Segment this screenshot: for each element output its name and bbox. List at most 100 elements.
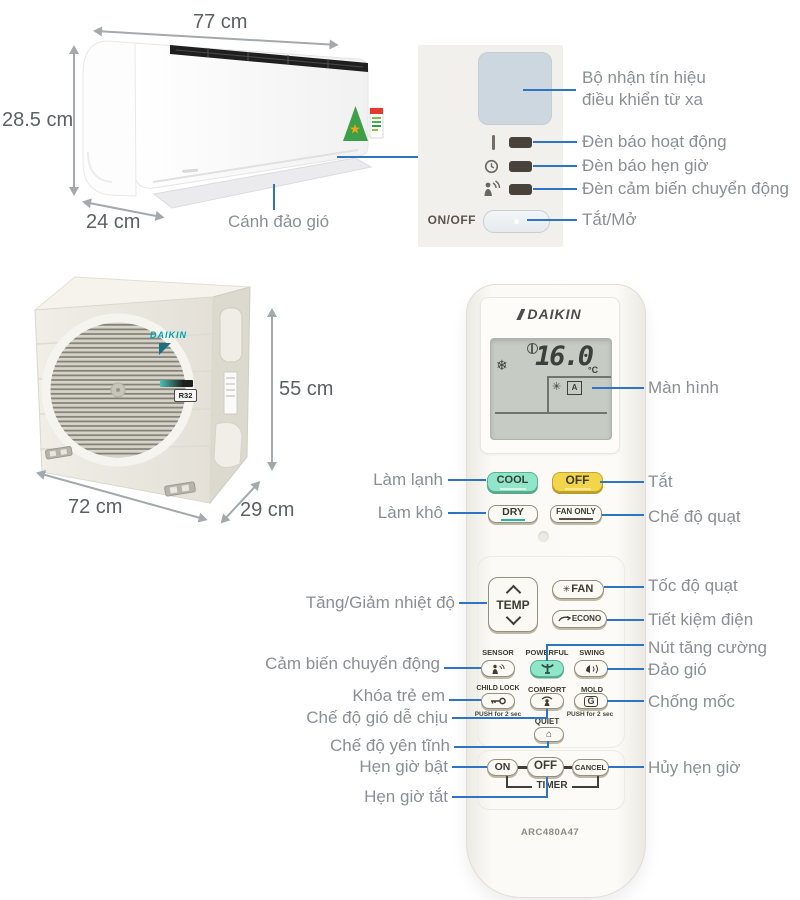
inverter-badge (160, 380, 193, 387)
snowflake-icon: ❄ (496, 357, 508, 373)
temp-button: TEMP (488, 577, 538, 632)
power-icon (527, 343, 538, 354)
connector-line (533, 165, 577, 167)
connector-line (533, 141, 577, 143)
remote-brand-logo: DAIKIN (480, 306, 618, 322)
temp-down-icon (505, 609, 521, 625)
indoor-height-value: 28.5 cm (2, 109, 74, 131)
timer-label: TIMER (536, 780, 568, 791)
connector-line (523, 89, 576, 91)
daikin-slash-icon (516, 309, 526, 320)
label-fan-speed: Tốc độ quạt (648, 576, 738, 595)
remote-lcd: ❄ 16.0 °C ✳ A (490, 338, 612, 440)
label-timer-on: Hẹn giờ bật (359, 757, 448, 776)
deflector-label: Cánh đảo gió (228, 212, 330, 231)
outdoor-brand-logo: DAIKIN (150, 330, 187, 340)
dry-button: DRY (488, 505, 538, 523)
label-powerful: Nút tăng cường (648, 638, 767, 657)
indoor-depth-value: 24 cm (86, 211, 141, 233)
receiver-label: Bộ nhận tín hiệu (582, 68, 706, 87)
off-button: OFF (552, 472, 603, 492)
operation-lamp (509, 137, 532, 148)
fan-icon: ✳ (562, 584, 571, 594)
signal-receiver (478, 52, 552, 125)
label-quiet: Chế độ yên tĩnh (329, 736, 450, 755)
swing-label: SWING (579, 648, 605, 657)
outdoor-unit-illustration (33, 276, 251, 505)
remote-mid-panel (477, 556, 625, 748)
timer-lamp (509, 161, 532, 172)
receiver-label-2: điều khiển từ xa (582, 90, 704, 109)
outdoor-height-value: 55 cm (279, 378, 334, 400)
operation-lamp-label: Đèn báo hoạt động (582, 132, 727, 151)
motion-lamp (509, 184, 532, 195)
econo-button: ECONO (552, 610, 607, 628)
dimension-arrow-height (73, 47, 75, 194)
label-cancel: Hủy hẹn giờ (648, 758, 741, 777)
connector-line (337, 156, 419, 158)
motion-lamp-label: Đèn cảm biến chuyển động (582, 179, 789, 198)
child-lock-button (481, 693, 515, 709)
label-dry: Làm khô (377, 503, 443, 522)
label-fan-only: Chế độ quạt (648, 507, 741, 526)
fan-button: ✳ FAN (552, 580, 604, 599)
daikin-triangle-icon (159, 343, 171, 355)
quiet-button: ⌂ (534, 727, 564, 742)
mold-icon: G (584, 695, 598, 707)
label-swing: Đảo gió (648, 660, 707, 679)
onoff-text: ON/OFF (427, 213, 476, 227)
label-temp: Tăng/Giảm nhiệt độ (305, 593, 455, 612)
mold-label: MOLD (580, 685, 604, 694)
label-timer-off: Hẹn giờ tắt (364, 787, 448, 806)
connector-line (273, 184, 275, 210)
push-2sec-right: PUSH for 2 sec (566, 711, 614, 718)
clock-icon (484, 159, 499, 174)
quiet-label: QUIET (534, 717, 560, 726)
sensor-button (481, 660, 515, 677)
fan-only-button: FAN ONLY (550, 505, 602, 523)
timer-off-button: OFF (527, 757, 564, 777)
lcd-auto-mode: A (567, 381, 582, 395)
swing-button (574, 660, 608, 677)
indoor-unit-illustration (82, 40, 384, 209)
powerful-icon (540, 664, 554, 674)
label-off: Tắt (648, 472, 673, 491)
key-icon (491, 697, 506, 705)
power-label: Tắt/Mở (582, 210, 637, 229)
cool-button: COOL (487, 472, 538, 492)
indoor-width-value: 77 cm (193, 11, 248, 33)
quiet-icon: ⌂ (545, 728, 553, 740)
sensor-label: SENSOR (482, 648, 514, 657)
comfort-icon (541, 696, 553, 706)
sensor-icon (492, 663, 505, 674)
lcd-fan-icon: ✳ (552, 381, 562, 393)
label-cool: Làm lạnh (373, 470, 443, 489)
lcd-temperature: 16.0 (535, 341, 594, 372)
panel-onoff-button (483, 210, 550, 233)
connector-line (527, 219, 577, 221)
outdoor-width-value: 72 cm (68, 496, 123, 518)
motion-sensor-icon (484, 180, 501, 196)
operation-lamp-icon (492, 135, 495, 150)
dimension-arrow-height (271, 310, 273, 469)
remote-timer-panel (477, 750, 625, 810)
child-lock-label: CHILD LOCK (476, 685, 520, 692)
comfort-label: COMFORT (528, 685, 566, 694)
remote-model: ARC480A47 (520, 827, 580, 838)
label-child-lock: Khóa trẻ em (352, 686, 445, 705)
cancel-button: CANCEL (572, 759, 609, 776)
outdoor-depth-value: 29 cm (240, 499, 295, 521)
push-2sec-left: PUSH for 2 sec (474, 711, 522, 718)
mold-button: G (574, 693, 608, 709)
label-sensor: Cảm biến chuyển động (265, 654, 440, 673)
timer-lamp-label: Đèn báo hẹn giờ (582, 156, 709, 175)
refrigerant-badge: R32 (174, 389, 197, 402)
lcd-unit: °C (588, 365, 599, 375)
powerful-button (530, 660, 564, 677)
timer-on-button: ON (487, 759, 518, 776)
remote-center-dot (538, 531, 549, 542)
econo-icon (558, 615, 571, 622)
label-mold: Chống mốc (648, 692, 735, 711)
swing-icon (585, 664, 598, 673)
